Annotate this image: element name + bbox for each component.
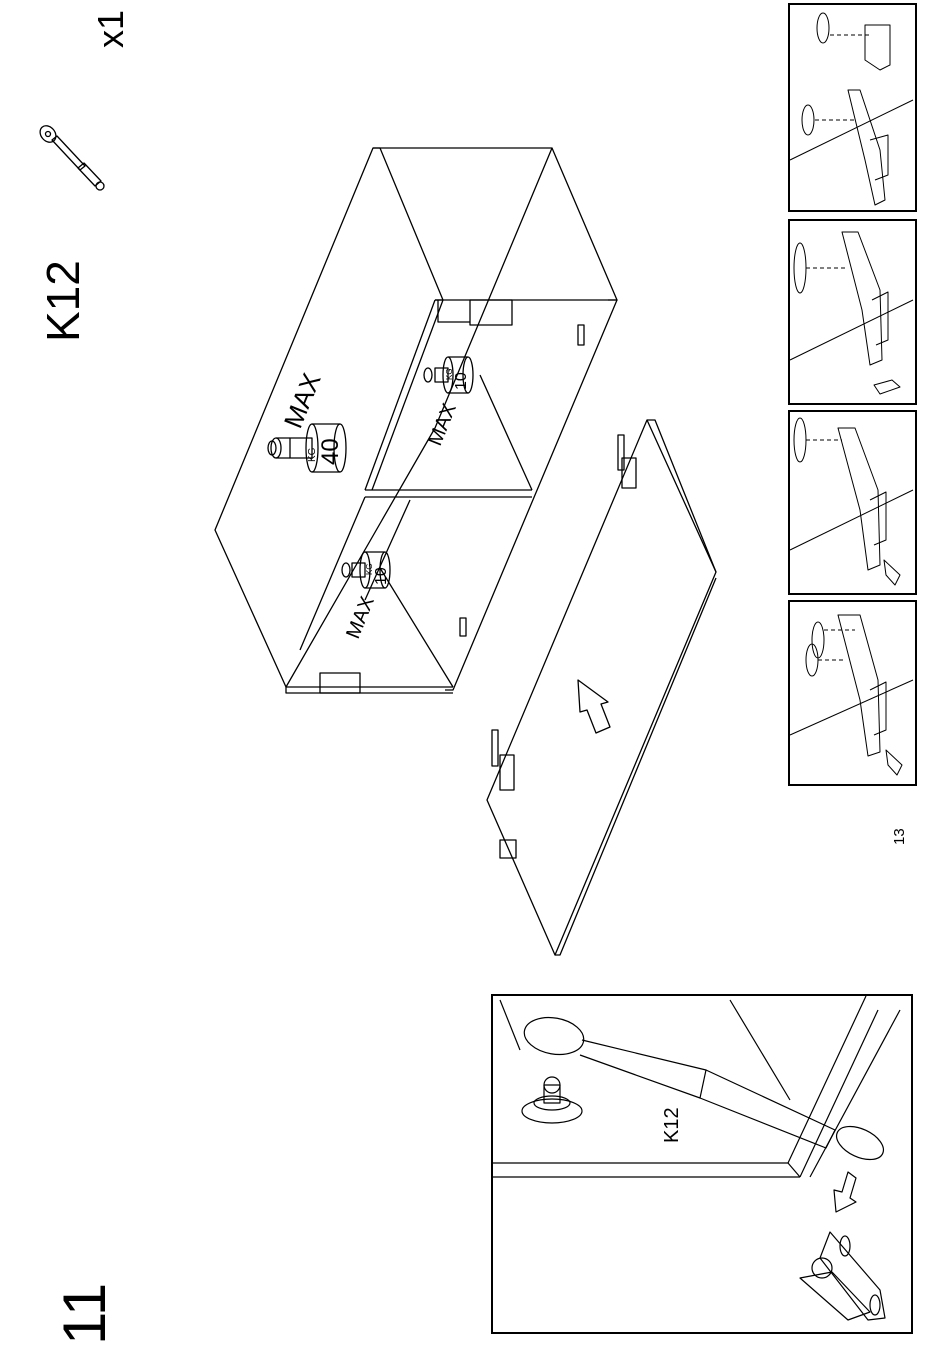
max-label-right: MAX (424, 400, 461, 448)
hinge-step-panel-1 (788, 3, 917, 212)
hinge-step-panel-3 (788, 410, 917, 595)
hinge-step-panel-4 (788, 600, 917, 786)
gas-strut-icon (37, 123, 104, 190)
max-label-top: MAX (278, 369, 327, 432)
door-panel (487, 420, 716, 955)
weight-value-top: 40 (317, 438, 344, 465)
max-label-left: MAX (342, 593, 379, 641)
push-arrow-icon (578, 680, 610, 733)
detail-panel (491, 994, 913, 1334)
weight-value-right: 10 (453, 372, 470, 390)
hinge-step-panel-2 (788, 219, 917, 405)
cabinet-body (215, 148, 617, 693)
weight-value-left: 10 (373, 567, 390, 585)
